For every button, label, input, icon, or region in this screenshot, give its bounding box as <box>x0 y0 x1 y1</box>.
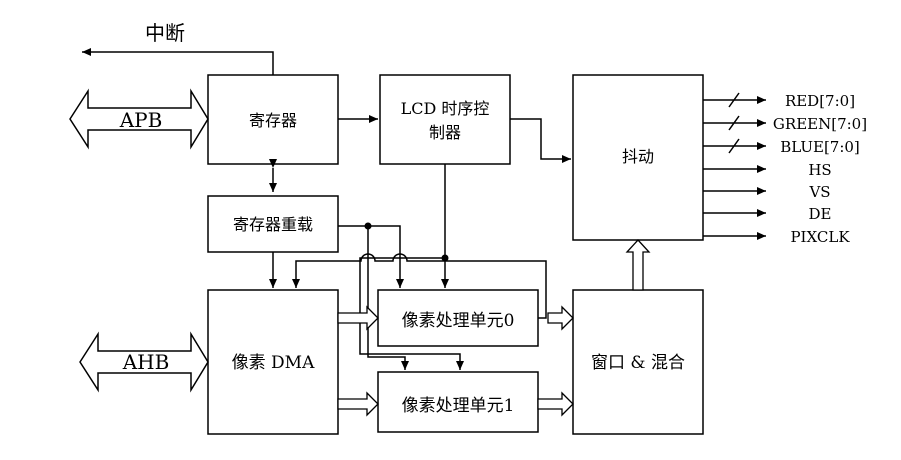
dma-to-unit0-data-arrow <box>337 305 379 331</box>
feedback-to-dma-line <box>292 253 547 319</box>
ahb-label: AHB <box>122 350 170 374</box>
registers-block: 寄存器 <box>207 74 339 165</box>
unit1-to-blend-data-arrow <box>537 391 574 417</box>
output-pixclk: PIXCLK <box>703 228 850 246</box>
output-red: RED[7:0] <box>703 92 855 110</box>
blend-to-dither-data-arrow <box>625 239 651 291</box>
output-pixclk-label: PIXCLK <box>790 228 850 246</box>
output-green: GREEN[7:0] <box>703 115 867 133</box>
lcd-timing-label-line1: LCD 时序控 <box>401 99 490 118</box>
dither-label: 抖动 <box>622 147 654 166</box>
output-green-label: GREEN[7:0] <box>773 115 867 133</box>
interrupt-line: 中断 <box>82 21 274 75</box>
output-hs-label: HS <box>808 161 831 179</box>
bus-slash-green <box>728 115 740 131</box>
lcd-to-unit1-arrow <box>359 257 464 370</box>
dma-to-unit1-data-arrow <box>337 391 379 417</box>
pixel-unit-0-block: 像素处理单元0 <box>377 289 539 347</box>
output-de-label: DE <box>809 205 832 223</box>
register-reload-label: 寄存器重载 <box>233 215 313 234</box>
dither-block: 抖动 <box>572 74 704 241</box>
unit0-to-blend-data-arrow <box>547 305 574 331</box>
window-blend-block: 窗口 & 混合 <box>572 289 704 435</box>
pixel-unit-0-label: 像素处理单元0 <box>402 311 515 331</box>
bus-slash-red <box>728 92 740 108</box>
ahb-bus-arrow: AHB <box>79 331 209 393</box>
bus-slash-blue <box>728 138 740 154</box>
output-vs-label: VS <box>808 183 830 201</box>
apb-label: APB <box>119 108 163 132</box>
lcd-timing-label-line2: 制器 <box>429 123 461 142</box>
output-blue-label: BLUE[7:0] <box>780 138 860 156</box>
output-de: DE <box>703 205 831 223</box>
output-red-label: RED[7:0] <box>785 92 855 110</box>
output-blue: BLUE[7:0] <box>703 138 860 156</box>
pixel-unit-1-block: 像素处理单元1 <box>377 371 539 433</box>
pixel-dma-label: 像素 DMA <box>232 353 315 373</box>
lcd-timing-controller-block: LCD 时序控 制器 <box>379 74 511 165</box>
pixel-unit-1-label: 像素处理单元1 <box>402 396 515 416</box>
register-reload-block: 寄存器重载 <box>207 195 339 253</box>
output-hs: HS <box>703 161 832 179</box>
reload-to-unit1-arrow <box>367 226 409 370</box>
output-vs: VS <box>703 183 831 201</box>
registers-label: 寄存器 <box>249 111 297 130</box>
pixel-dma-block: 像素 DMA <box>207 289 339 435</box>
window-blend-label: 窗口 & 混合 <box>591 353 685 373</box>
interrupt-label: 中断 <box>145 21 185 45</box>
apb-bus-arrow: APB <box>69 88 209 150</box>
reload-to-unit0-arrow <box>368 225 404 288</box>
lcd-to-dither-arrow <box>510 118 571 163</box>
